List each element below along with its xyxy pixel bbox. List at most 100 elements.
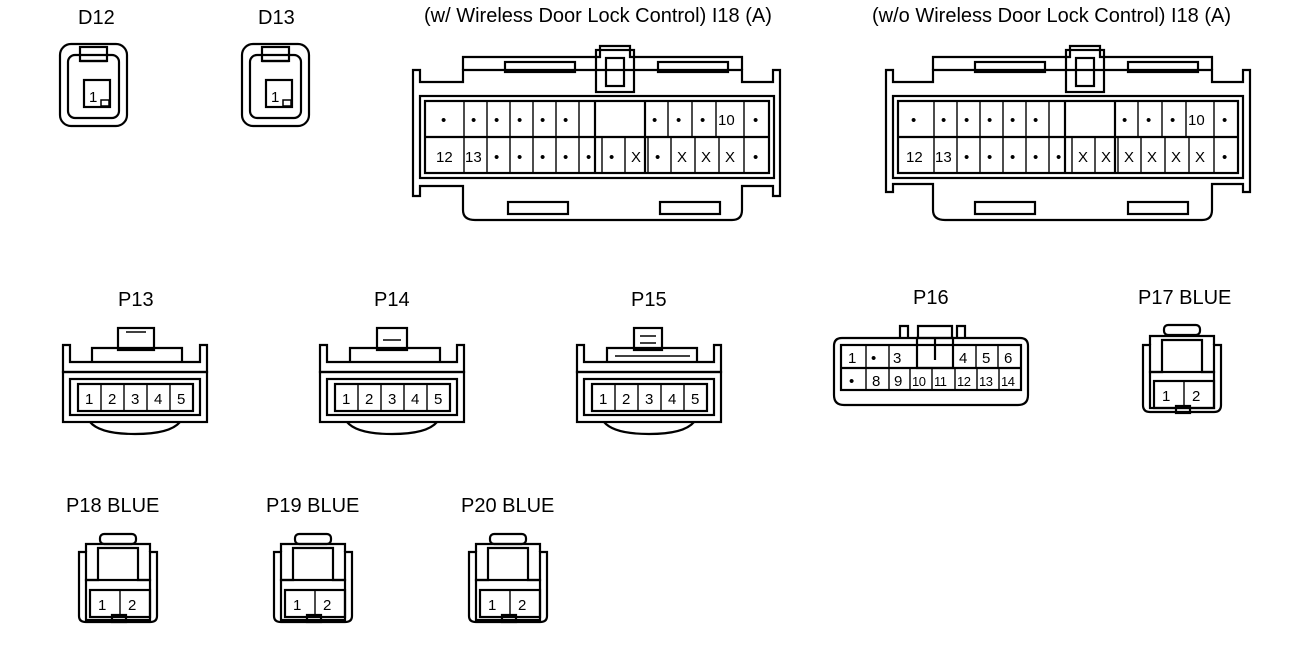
connector-label: P17 BLUE (1138, 287, 1231, 309)
connector-i18-with-wireless: (w/ Wireless Door Lock Control) I18 (A) (411, 5, 782, 222)
pin-label: • (964, 149, 969, 166)
pin-label: 6 (1004, 350, 1012, 367)
pin-label: 12 (436, 149, 453, 166)
pin-label: 1 (488, 597, 496, 614)
pin-label: X (1171, 149, 1181, 166)
connector-i18-without-wireless: (w/o Wireless Door Lock Control) I18 (A) (872, 5, 1252, 222)
pin-label: • (753, 149, 758, 166)
pin-label: 5 (434, 391, 442, 408)
pin-label: 10 (912, 374, 926, 389)
connector-p14: P14 1 2 3 4 5 (318, 289, 466, 436)
pin-label: 1 (89, 89, 97, 106)
connector-label: P16 (913, 287, 949, 309)
pin-label: 1 (98, 597, 106, 614)
pin-label: 13 (465, 149, 482, 166)
pin-label: • (964, 112, 969, 129)
pin-label: • (563, 112, 568, 129)
pin-label: X (677, 149, 687, 166)
pin-label: • (563, 149, 568, 166)
pin-label: 12 (957, 374, 971, 389)
pin-label: 12 (906, 149, 923, 166)
pin-label: 2 (108, 391, 116, 408)
pin-label: • (676, 112, 681, 129)
connector-p15: P15 1 2 3 4 5 (575, 289, 723, 436)
connector-label: (w/o Wireless Door Lock Control) I18 (A) (872, 5, 1231, 27)
pin-label: 2 (323, 597, 331, 614)
pin-label: • (700, 112, 705, 129)
pin-label: X (1124, 149, 1134, 166)
pin-label: • (1222, 112, 1227, 129)
pin-label: • (1222, 149, 1227, 166)
connector-label: D12 (78, 7, 115, 29)
pin-label: 4 (959, 350, 967, 367)
connector-p19: P19 BLUE 1 2 (266, 495, 359, 624)
pin-label: 10 (1188, 112, 1205, 129)
pin-label: • (1033, 112, 1038, 129)
pin-label: • (871, 350, 876, 367)
pin-label: • (1056, 149, 1061, 166)
pin-label: 5 (177, 391, 185, 408)
pin-label: 3 (388, 391, 396, 408)
pin-label: X (701, 149, 711, 166)
pin-label: • (540, 149, 545, 166)
pin-label: 8 (872, 373, 880, 390)
pin-label: 1 (293, 597, 301, 614)
pin-label: • (1010, 112, 1015, 129)
pin-label: 5 (691, 391, 699, 408)
pin-label: • (540, 112, 545, 129)
pin-label: • (1146, 112, 1151, 129)
pin-label: 3 (645, 391, 653, 408)
pin-label: 3 (131, 391, 139, 408)
pin-label: • (849, 373, 854, 390)
pin-label: • (517, 112, 522, 129)
pin-label: X (1147, 149, 1157, 166)
connector-d13: D13 1 (240, 7, 311, 128)
pin-label: 2 (128, 597, 136, 614)
pin-label: 4 (154, 391, 162, 408)
pin-label: 2 (365, 391, 373, 408)
pin-label: • (609, 149, 614, 166)
connector-p16: P16 1 • 3 4 5 6 • (832, 287, 1030, 407)
pin-label: 2 (518, 597, 526, 614)
pin-label: 9 (894, 373, 902, 390)
connector-label: P19 BLUE (266, 495, 359, 517)
pin-label: X (1078, 149, 1088, 166)
connector-label: P15 (631, 289, 667, 311)
pin-label: 1 (271, 89, 279, 106)
pin-label: • (1170, 112, 1175, 129)
pin-label: • (753, 112, 758, 129)
pin-label: 2 (1192, 388, 1200, 405)
pin-label: 11 (934, 374, 947, 389)
pin-label: 5 (982, 350, 990, 367)
pin-label: • (517, 149, 522, 166)
pin-label: • (494, 149, 499, 166)
connector-p20: P20 BLUE 1 2 (461, 495, 554, 624)
pin-label: • (655, 149, 660, 166)
connector-label: P13 (118, 289, 154, 311)
connector-p18: P18 BLUE 1 2 (66, 495, 159, 624)
pin-label: • (494, 112, 499, 129)
pin-label: 1 (848, 350, 856, 367)
pin-label: X (1101, 149, 1111, 166)
pin-label: 13 (935, 149, 952, 166)
connector-label: P14 (374, 289, 410, 311)
pin-label: X (1195, 149, 1205, 166)
pin-label: 4 (411, 391, 419, 408)
connector-label: P18 BLUE (66, 495, 159, 517)
pin-label: • (1010, 149, 1015, 166)
pin-label: 1 (599, 391, 607, 408)
pin-label: • (441, 112, 446, 129)
pin-label: • (652, 112, 657, 129)
pin-label: • (987, 112, 992, 129)
connector-label: D13 (258, 7, 295, 29)
pin-label: • (987, 149, 992, 166)
pin-label: 14 (1001, 374, 1015, 389)
pin-label: 1 (85, 391, 93, 408)
pin-label: 1 (342, 391, 350, 408)
connector-p17: P17 BLUE 1 2 (1138, 287, 1231, 415)
pin-label: • (1122, 112, 1127, 129)
connector-p13: P13 1 2 3 4 5 (61, 289, 209, 436)
pin-label: 2 (622, 391, 630, 408)
pin-label: 3 (893, 350, 901, 367)
connector-label: (w/ Wireless Door Lock Control) I18 (A) (424, 5, 772, 27)
